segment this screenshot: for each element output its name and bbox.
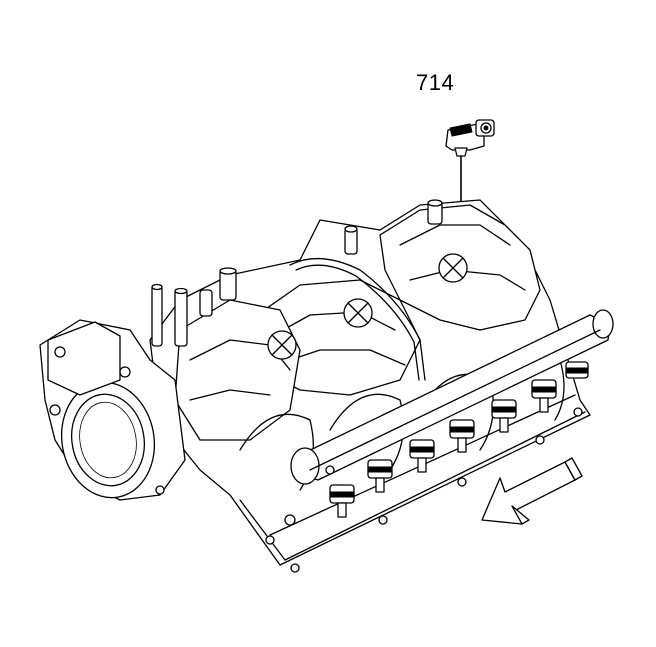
sensor-icon <box>445 119 495 157</box>
access-plug-icon <box>267 253 468 360</box>
fuel-rail <box>290 309 614 485</box>
throttle-body <box>39 319 186 501</box>
manifold-body <box>149 199 591 566</box>
fuel-injectors <box>329 361 589 518</box>
direction-arrow-icon <box>481 457 583 525</box>
mounting-bolts <box>265 407 583 573</box>
vacuum-fittings <box>151 199 443 381</box>
callout-label: 714 <box>416 70 455 95</box>
